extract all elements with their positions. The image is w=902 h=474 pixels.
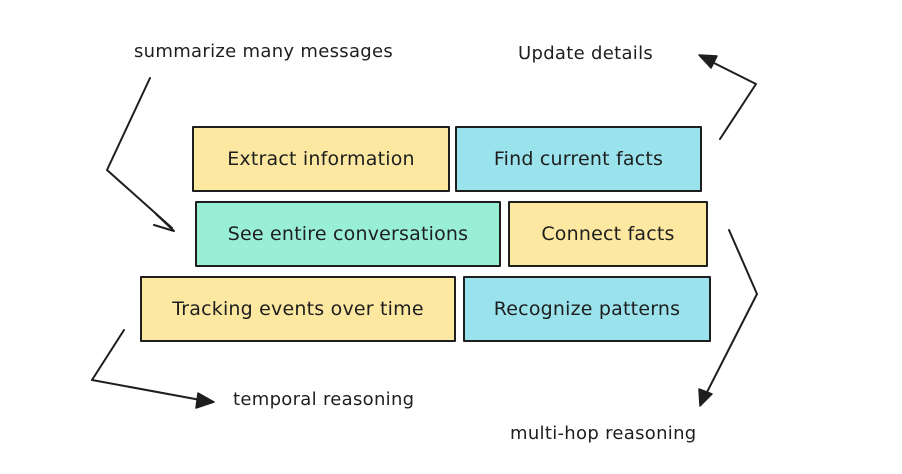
update-details-arrow bbox=[698, 54, 757, 140]
find-current-facts-box: Find current facts bbox=[455, 126, 702, 192]
temporal-reasoning-label: temporal reasoning bbox=[233, 389, 415, 410]
extract-information-box: Extract information bbox=[192, 126, 450, 192]
summarize-many-messages-label: summarize many messages bbox=[134, 41, 394, 62]
multi-hop-reasoning-label: multi-hop reasoning bbox=[510, 423, 697, 444]
update-details-label: Update details bbox=[518, 43, 654, 64]
recognize-patterns-label: Recognize patterns bbox=[493, 298, 681, 320]
extract-information-label: Extract information bbox=[227, 148, 415, 170]
see-entire-conversations-box: See entire conversations bbox=[195, 201, 501, 267]
tracking-events-over-time-label: Tracking events over time bbox=[172, 298, 424, 320]
summarize-arrow bbox=[106, 77, 175, 232]
connect-facts-label: Connect facts bbox=[541, 223, 675, 245]
connect-facts-box: Connect facts bbox=[508, 201, 708, 267]
see-entire-conversations-label: See entire conversations bbox=[227, 223, 469, 245]
temporal-reasoning-arrow bbox=[91, 329, 215, 409]
tracking-events-over-time-box: Tracking events over time bbox=[140, 276, 456, 342]
recognize-patterns-box: Recognize patterns bbox=[463, 276, 711, 342]
multi-hop-reasoning-arrow bbox=[698, 229, 758, 407]
find-current-facts-label: Find current facts bbox=[493, 148, 664, 170]
